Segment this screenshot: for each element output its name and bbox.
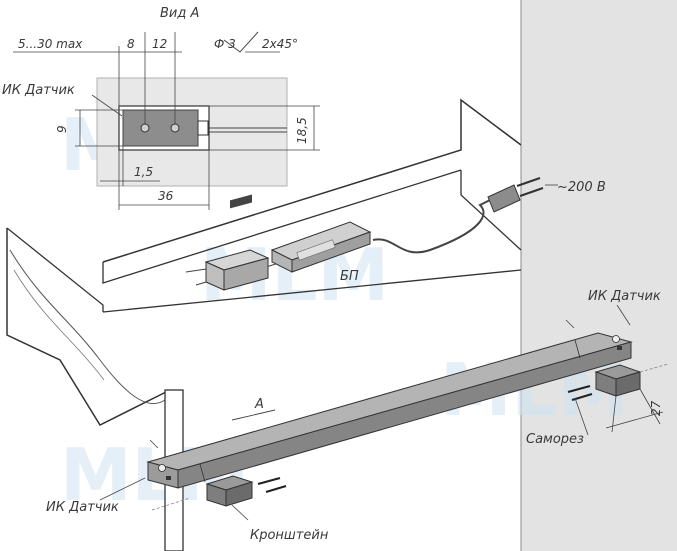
profile-segment-line [199, 463, 206, 483]
view-title: Вид А [160, 6, 199, 21]
leader-line [91, 94, 123, 117]
sensor-lens [612, 335, 620, 343]
bracket-left-side [225, 481, 253, 507]
cabinet-bottom-edge [102, 269, 522, 313]
led-profile [146, 332, 633, 489]
guide-line [151, 497, 191, 511]
detail-view-a [13, 31, 320, 210]
label-ir-sensor-left: ИК Датчик [46, 500, 119, 515]
screw [257, 476, 281, 486]
control-unit-slot [230, 194, 252, 209]
dim-range: 5...30 max [18, 37, 83, 51]
cabinet-left-curve [9, 249, 166, 405]
power-cable [372, 199, 491, 254]
cabinet-left-panel [6, 227, 104, 312]
screw [567, 384, 591, 394]
detail-sensor-hole [140, 123, 150, 133]
leader-line [616, 304, 631, 326]
dim-chamfer: 2x45° [262, 37, 298, 51]
cabinet-top-panel [102, 98, 522, 263]
dim-36: 36 [158, 189, 174, 203]
dim-27: 27 [649, 400, 663, 416]
cabinet-left-curve [13, 269, 105, 381]
dim-18-5: 18,5 [295, 117, 309, 144]
leader-line [99, 477, 146, 501]
sensor-lens [158, 464, 166, 472]
dim-9: 9 [55, 125, 69, 133]
detail-sensor-hole [170, 123, 180, 133]
power-supply-label [296, 239, 336, 261]
dim-line [639, 388, 661, 425]
bracket-right [594, 364, 642, 397]
control-unit [204, 194, 270, 291]
label-power-supply: БП [340, 269, 359, 284]
plug-pin [519, 187, 544, 197]
leader-line [149, 439, 159, 449]
leader-line [565, 319, 575, 329]
cabinet-left-panel [6, 228, 171, 426]
cabinet-side-back [460, 170, 522, 251]
label-ir-sensor-right: ИК Датчик [588, 289, 661, 304]
plug-pin [516, 177, 541, 187]
chamfer-mark [223, 31, 259, 53]
dim-1-5: 1,5 [134, 165, 153, 179]
cabinet-top-panel [102, 169, 462, 284]
label-view-a: А [254, 397, 264, 412]
bracket-left [205, 475, 254, 507]
label-bracket: Кронштейн [250, 528, 329, 543]
dim-line [611, 395, 617, 433]
detail-sensor-insert [122, 109, 199, 147]
annotations [99, 304, 669, 521]
sensor-indicator [166, 476, 171, 480]
wall [521, 0, 677, 551]
dim-12: 12 [152, 37, 167, 51]
control-unit-side [223, 257, 269, 291]
power-plug [487, 177, 558, 213]
plug-body [487, 184, 521, 213]
profile-side [177, 341, 632, 489]
label-voltage: ~200 В [557, 180, 606, 195]
profile-segment-line [574, 339, 581, 359]
detail-sensor-end [197, 120, 209, 136]
power-supply-side [291, 231, 371, 273]
dim-diameter: Ф 3 [214, 37, 236, 51]
dim-8: 8 [127, 37, 135, 51]
label-screw: Саморез [526, 432, 584, 447]
screw [265, 484, 287, 494]
power-supply [270, 221, 372, 273]
dim-line [605, 411, 664, 429]
label-ir-sensor-detail: ИК Датчик [2, 83, 75, 98]
leader-line [574, 397, 589, 436]
view-arrow [231, 409, 276, 421]
sensor-indicator [617, 346, 622, 350]
leader-line [231, 504, 249, 521]
